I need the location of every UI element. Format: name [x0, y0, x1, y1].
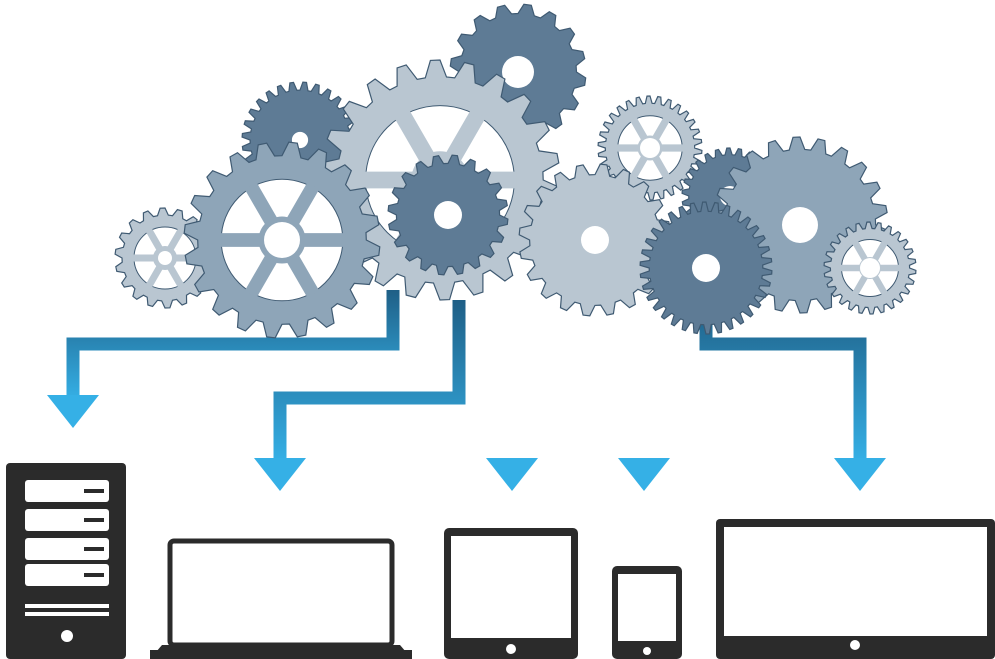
gear-icon	[518, 163, 672, 317]
gear-cloud-icon	[114, 3, 917, 339]
arrows-group	[47, 280, 886, 491]
laptop-icon	[150, 538, 412, 659]
arrow-down-icon	[618, 280, 670, 491]
devices-row	[6, 463, 995, 659]
arrow-down-icon	[486, 280, 538, 491]
gear-icon	[387, 154, 509, 276]
gear-icon	[823, 221, 917, 315]
gear-icon	[639, 201, 773, 335]
arrow-down-icon	[254, 300, 466, 491]
arrow-down-icon	[47, 290, 400, 428]
server-tower-icon	[6, 463, 126, 659]
tablet-icon	[444, 528, 578, 659]
gear-icon	[183, 141, 381, 339]
smartphone-icon	[612, 566, 682, 659]
desktop-monitor-icon	[716, 519, 995, 659]
